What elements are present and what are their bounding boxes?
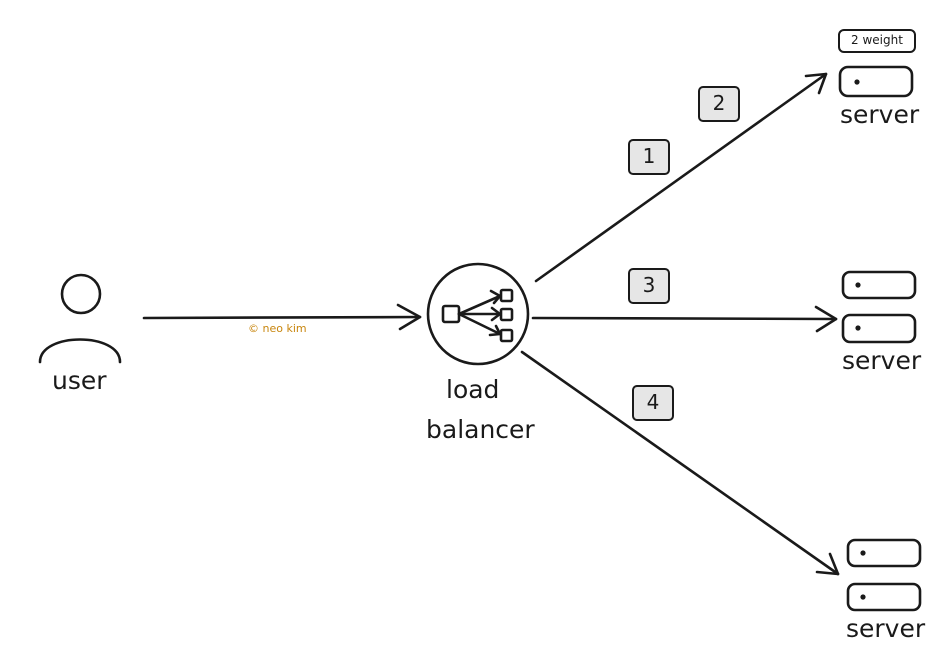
route-badge-4: 4 (632, 385, 674, 421)
route-arrow-bottom (520, 350, 840, 576)
route-arrow-top (534, 72, 828, 283)
server-top-icon (838, 65, 914, 98)
route-badge-1: 1 (628, 139, 670, 175)
server-bottom-icon (846, 538, 922, 612)
server-middle-icon (841, 270, 917, 344)
watermark: © neo kim (248, 322, 307, 335)
load-balancer-label-line2: balancer (426, 415, 535, 444)
route-badge-3: 3 (628, 268, 670, 304)
route-badge-2: 2 (698, 86, 740, 122)
server-middle-label: server (842, 346, 922, 375)
server-bottom-label: server (846, 614, 926, 643)
server-top-label: server (840, 100, 920, 129)
route-arrow-middle (531, 305, 838, 333)
user-icon (38, 273, 122, 364)
weight-tag: 2 weight (838, 29, 916, 53)
request-arrow (142, 303, 422, 331)
user-label: user (52, 366, 107, 395)
load-balancer-label-line1: load (446, 375, 500, 404)
load-balancer-icon (426, 262, 530, 366)
